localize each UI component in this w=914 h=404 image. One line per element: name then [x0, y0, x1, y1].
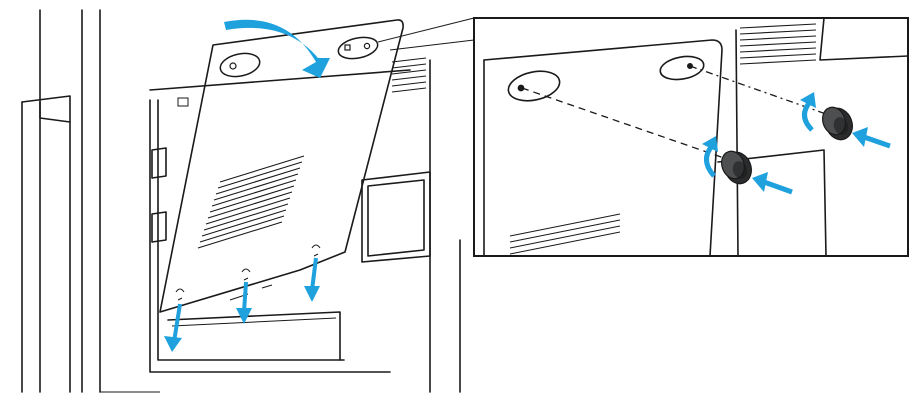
- inset-top-vents: [739, 23, 817, 65]
- thumbscrew-icon: [721, 150, 752, 185]
- rear-cover-panel: [159, 19, 404, 313]
- cover-slot-right: [337, 36, 379, 60]
- tab-insert-arrows: [164, 257, 320, 352]
- printer-body: [21, 9, 461, 393]
- inset-bottom-vents: [509, 213, 621, 255]
- cover-vents: [197, 155, 305, 249]
- printer-side-vents: [391, 57, 427, 93]
- tab-insert-arrow-1: [164, 303, 182, 352]
- cover-rotate-arrow: [224, 19, 330, 78]
- straight-arrow-icon: [752, 172, 793, 195]
- detail-inset: [473, 17, 909, 257]
- cover-slot-left: [219, 52, 261, 78]
- screw-alignment-lines: [521, 65, 827, 159]
- curved-arrow-icon: [800, 92, 816, 132]
- thumbscrew-icon: [822, 106, 853, 141]
- inset-slot-right: [659, 55, 705, 81]
- inset-slot-left: [507, 70, 561, 102]
- detail-callout-lines: [377, 17, 475, 51]
- tab-insert-arrow-3: [304, 257, 320, 302]
- curved-arrow-icon: [702, 136, 718, 178]
- cover-tab-hooks: [175, 244, 321, 301]
- tab-insert-arrow-2: [236, 281, 252, 324]
- straight-arrow-icon: [852, 127, 891, 149]
